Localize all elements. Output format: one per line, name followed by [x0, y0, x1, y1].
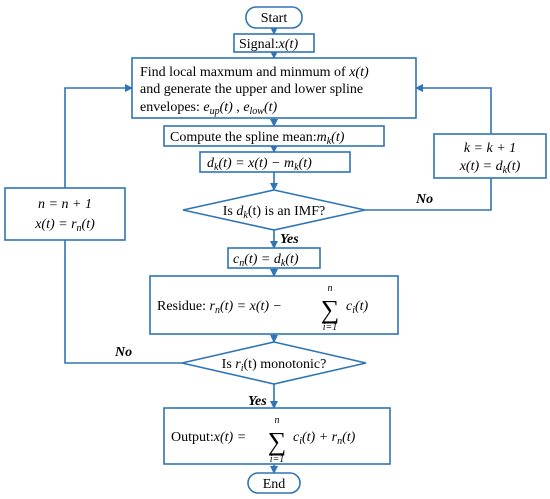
update-n-node: n = n + 1 x(t) = rn(t) — [4, 187, 126, 241]
envelope-node: Find local maxmum and minmum of x(t) and… — [131, 57, 417, 119]
decision-mono-text: Is ri(t) monotonic? — [222, 357, 327, 374]
ck-node: cn(t) = dk(t) — [227, 247, 321, 269]
dk-text: dk(t) = x(t) − mk(t) — [207, 156, 312, 173]
mean-text: Compute the spline mean:mk(t) — [170, 130, 345, 147]
signal-text: Signal:x(t) — [239, 37, 298, 52]
output-sigma-top: n — [275, 415, 280, 426]
mean-node: Compute the spline mean:mk(t) — [163, 125, 385, 147]
output-sigma-bottom: i=1 — [270, 454, 285, 465]
update-k-line2: x(t) = dk(t) — [459, 159, 521, 176]
residue-node: Residue: rn(t) = x(t) − n ∑ i=1 ci(t) — [149, 275, 399, 335]
output-sigma: ∑ — [268, 427, 287, 456]
update-k-line1: k = k + 1 — [464, 141, 516, 156]
update-k-node: k = k + 1 x(t) = dk(t) — [433, 133, 547, 179]
output-node: Output:x(t) = n ∑ i=1 ci(t) + rn(t) — [163, 407, 391, 465]
signal-node: Signal:x(t) — [233, 33, 315, 53]
envelope-line1: Find local maxmum and minmum of x(t) — [140, 65, 369, 80]
envelope-line2: and generate the upper and lower spline — [140, 82, 363, 97]
ck-text: cn(t) = dk(t) — [233, 252, 299, 269]
edge-label-imf-no: No — [415, 192, 433, 207]
arrow-update-k-envelope — [415, 84, 492, 134]
start-label: Start — [261, 11, 288, 26]
arrow-imf-no-up — [365, 178, 492, 211]
connectors — [64, 27, 492, 474]
arrow-update-n-envelope — [64, 84, 133, 188]
residue-sigma-top: n — [328, 283, 333, 294]
edge-label-mono-yes: Yes — [248, 394, 267, 409]
residue-sigma-bottom: i=1 — [323, 322, 338, 333]
output-right: ci(t) + rn(t) — [293, 430, 356, 447]
decision-mono-node: Is ri(t) monotonic? — [181, 341, 367, 385]
update-n-line1: n = n + 1 — [38, 197, 92, 212]
residue-sigma: ∑ — [321, 295, 340, 324]
dk-node: dk(t) = x(t) − mk(t) — [199, 151, 351, 173]
start-node: Start — [245, 6, 303, 29]
decision-imf-text: Is dk(t) is an IMF? — [223, 204, 325, 221]
edge-label-mono-no: No — [114, 345, 132, 360]
envelope-line3: envelopes: eup(t) , elow(t) — [140, 100, 278, 117]
residue-right: ci(t) — [346, 299, 369, 316]
edge-label-imf-yes: Yes — [280, 232, 299, 247]
update-n-line2: x(t) = rn(t) — [34, 217, 95, 234]
end-label: End — [263, 477, 286, 492]
residue-left: Residue: rn(t) = x(t) − — [157, 299, 282, 316]
decision-imf-node: Is dk(t) is an IMF? — [182, 189, 366, 231]
output-left: Output:x(t) = — [171, 430, 246, 445]
arrow-mono-no-up — [64, 240, 182, 364]
end-node: End — [247, 472, 301, 494]
